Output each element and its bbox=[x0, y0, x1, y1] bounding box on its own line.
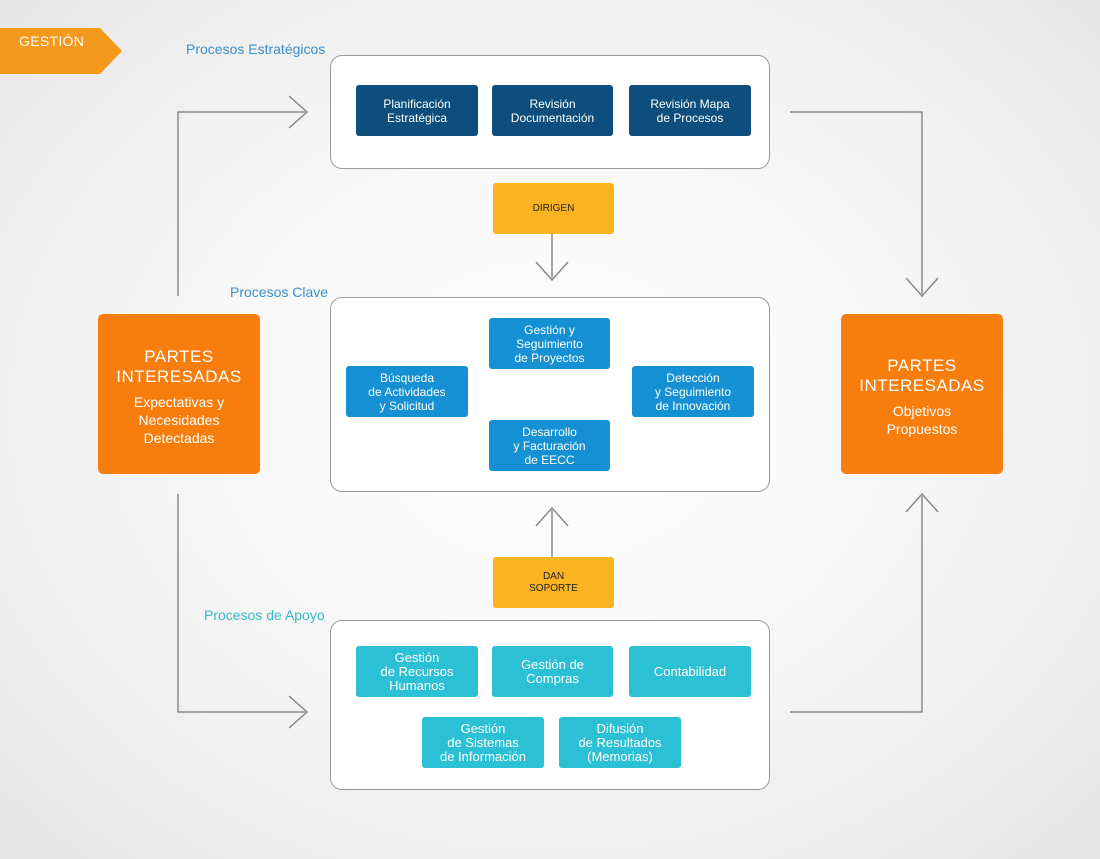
arrowhead bbox=[535, 506, 569, 527]
partes-interesadas-left: PARTES INTERESADAS Expectativas y Necesi… bbox=[98, 314, 260, 474]
arrow-apoyo-to-right bbox=[790, 496, 923, 713]
process-deteccion-innovacion: Detección y Seguimiento de Innovación bbox=[632, 366, 754, 417]
arrow-estrategicos-to-right bbox=[790, 111, 923, 294]
arrowhead bbox=[288, 695, 309, 729]
partes-left-title: PARTES INTERESADAS bbox=[116, 347, 242, 386]
dirigen-box: DIRIGEN bbox=[493, 183, 614, 234]
process-desarrollo-facturacion: Desarrollo y Facturación de EECC bbox=[489, 420, 610, 471]
process-difusion-resultados: Difusión de Resultados (Memorias) bbox=[559, 717, 681, 768]
process-gestion-seguimiento-proyectos: Gestión y Seguimiento de Proyectos bbox=[489, 318, 610, 369]
process-contabilidad: Contabilidad bbox=[629, 646, 751, 697]
apoyo-label: Procesos de Apoyo bbox=[204, 607, 325, 623]
process-revision-mapa-procesos: Revisión Mapa de Procesos bbox=[629, 85, 751, 136]
arrowhead bbox=[905, 277, 939, 298]
estrategicos-label: Procesos Estratégicos bbox=[186, 41, 326, 57]
gestion-tag: GESTIÓN bbox=[0, 28, 122, 74]
partes-interesadas-right: PARTES INTERESADAS Objetivos Propuestos bbox=[841, 314, 1003, 474]
soporte-box: DAN SOPORTE bbox=[493, 557, 614, 608]
arrow-left-to-apoyo bbox=[177, 494, 305, 713]
gestion-tag-label: GESTIÓN bbox=[19, 33, 85, 49]
partes-right-title: PARTES INTERESADAS bbox=[859, 356, 985, 395]
process-planificacion-estrategica: Planificación Estratégica bbox=[356, 85, 478, 136]
arrowhead bbox=[288, 95, 309, 129]
process-gestion-compras: Gestión de Compras bbox=[492, 646, 613, 697]
arrow-left-to-estrategicos bbox=[177, 111, 305, 296]
partes-right-subtitle: Objetivos Propuestos bbox=[886, 403, 958, 437]
clave-label: Procesos Clave bbox=[230, 284, 329, 300]
process-busqueda-actividades: Búsqueda de Actividades y Solicitud bbox=[346, 366, 468, 417]
process-sistemas-informacion: Gestión de Sistemas de Información bbox=[422, 717, 544, 768]
process-revision-documentacion: Revisión Documentación bbox=[492, 85, 613, 136]
partes-left-subtitle: Expectativas y Necesidades Detectadas bbox=[133, 394, 225, 446]
process-recursos-humanos: Gestión de Recursos Humanos bbox=[356, 646, 478, 697]
arrowhead bbox=[905, 492, 939, 513]
arrowhead bbox=[535, 261, 569, 282]
